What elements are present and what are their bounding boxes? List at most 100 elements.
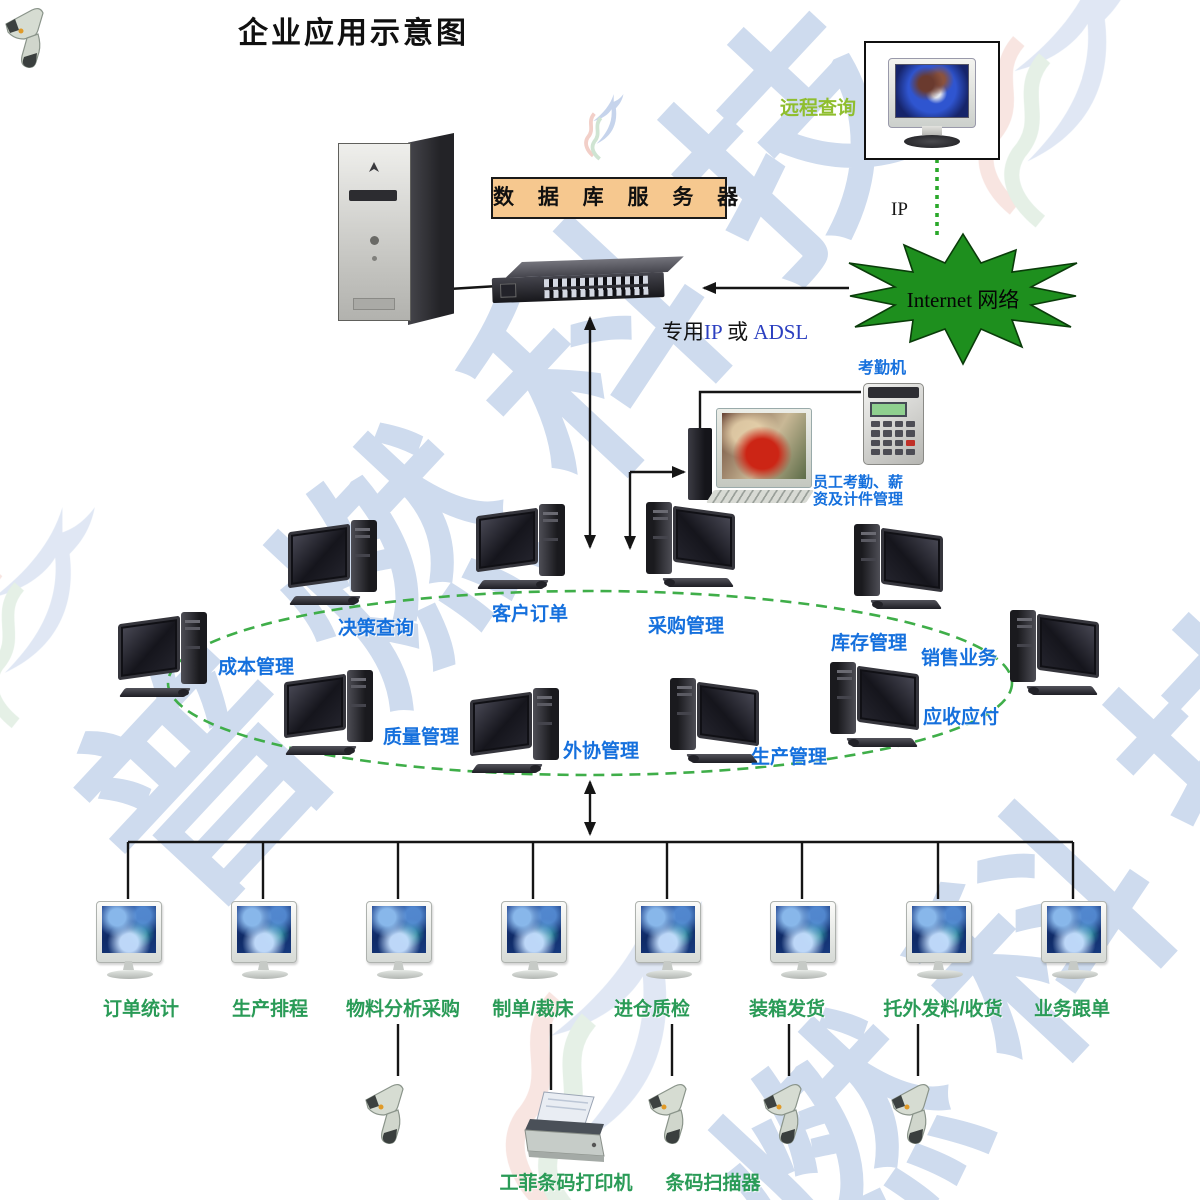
module-label-receivables: 应收应付 <box>922 707 1000 728</box>
attendance-keypad <box>871 421 915 455</box>
module-label-sales: 销售业务 <box>920 648 998 669</box>
wan-link-part: 或 <box>721 320 754 344</box>
terminal-order-stats <box>90 901 166 985</box>
pc-mouse-icon <box>664 579 675 586</box>
pc-tower-icon <box>830 662 856 734</box>
workstation-decision-query <box>288 520 383 608</box>
pc-monitor-icon <box>716 408 812 488</box>
terminal-order-tracking <box>1035 901 1111 985</box>
pc-tower-icon <box>854 524 880 596</box>
pc-mouse-icon <box>344 747 355 754</box>
monitor-icon <box>906 901 972 963</box>
module-label-decision-query: 决策查询 <box>337 618 415 639</box>
remote-monitor-screen <box>895 64 969 118</box>
attendance-desc-line2: 资及计件管理 <box>813 491 904 508</box>
terminal-production-schedule <box>225 901 301 985</box>
terminal-label-warehouse-qc: 进仓质检 <box>613 999 691 1020</box>
remote-query-label: 远程查询 <box>780 98 857 119</box>
terminal-label-production-schedule: 生产排程 <box>231 999 309 1020</box>
attendance-lcd <box>870 402 907 417</box>
monitor-icon <box>366 901 432 963</box>
pc-tower-icon <box>539 504 565 576</box>
wan-link-label: 专用IP 或 ADSL <box>662 316 808 346</box>
workstation-quality <box>284 670 379 758</box>
module-label-purchasing: 采购管理 <box>647 616 725 637</box>
pc-mouse-icon <box>178 689 189 696</box>
module-label-outsourcing: 外协管理 <box>562 741 640 762</box>
module-label-inventory: 库存管理 <box>830 633 908 654</box>
server-side-panel <box>408 133 454 325</box>
page-title: 企业应用示意图 <box>238 17 469 50</box>
terminal-warehouse-qc <box>629 901 705 985</box>
pc-tower-icon <box>533 688 559 760</box>
printer-label: 工菲条码打印机 <box>499 1173 633 1194</box>
workstation-outsourcing <box>470 688 565 776</box>
pc-tower-icon <box>646 502 672 574</box>
remote-monitor-box <box>864 41 1000 160</box>
switch-ports-row <box>543 275 649 288</box>
workstation-customer-orders <box>476 504 571 592</box>
monitor-icon <box>770 901 836 963</box>
barcode-scanner-icon <box>5 7 44 69</box>
monitor-icon <box>96 901 162 963</box>
pc-monitor-icon <box>857 665 919 731</box>
attendance-machine-icon <box>863 383 924 465</box>
pc-monitor-icon <box>288 523 350 589</box>
pc-monitor-screen <box>722 413 806 479</box>
workstation-production <box>664 678 759 766</box>
pc-tower-icon <box>181 612 207 684</box>
remote-monitor-neck <box>922 126 942 135</box>
module-label-quality: 质量管理 <box>382 727 460 748</box>
switch-ports-row <box>544 286 649 299</box>
module-label-production: 生产管理 <box>750 747 828 768</box>
terminal-label-outsourced-material: 托外发料/收货 <box>883 999 1003 1020</box>
pc-monitor-icon <box>284 673 346 739</box>
pc-mouse-icon <box>348 597 359 604</box>
barcode-scanner-icon <box>365 1083 404 1145</box>
wan-link-part: ADSL <box>753 320 809 344</box>
terminal-label-order-stats: 订单统计 <box>102 999 180 1020</box>
module-label-customer-orders: 客户订单 <box>491 604 569 625</box>
monitor-icon <box>501 901 567 963</box>
terminal-cutting <box>495 901 571 985</box>
pc-tower-icon <box>347 670 373 742</box>
ip-link-label: IP <box>891 199 908 220</box>
pc-monitor-icon <box>673 505 735 571</box>
pc-monitor-icon <box>470 691 532 757</box>
terminal-material-analysis <box>360 901 436 985</box>
workstation-cost <box>118 612 213 700</box>
pc-mouse-icon <box>536 581 547 588</box>
network-switch <box>491 255 684 311</box>
wan-link-part: IP <box>704 320 722 344</box>
workstation-inventory <box>848 524 943 612</box>
monitor-icon <box>231 901 297 963</box>
module-label-cost: 成本管理 <box>217 657 295 678</box>
pc-tower-icon <box>670 678 696 750</box>
switch-front-face <box>491 272 665 304</box>
workstation-sales <box>1004 610 1099 698</box>
pc-mouse-icon <box>688 755 699 762</box>
remote-monitor-base <box>904 135 960 148</box>
pc-tower-icon <box>688 428 712 500</box>
terminal-label-material-analysis: 物料分析采购 <box>345 999 461 1020</box>
remote-monitor-icon <box>888 58 976 128</box>
terminal-label-packing-shipping: 装箱发货 <box>748 999 826 1020</box>
pc-monitor-icon <box>476 507 538 573</box>
pc-mouse-icon <box>1028 687 1039 694</box>
database-server-label: 数 据 库 服 务 器 <box>491 177 738 219</box>
pc-mouse-icon <box>872 601 883 608</box>
workstation-purchasing <box>640 502 735 590</box>
pc-monitor-icon <box>118 615 180 681</box>
server-front-panel <box>338 143 411 321</box>
workstation-receivables <box>824 662 919 750</box>
server-power-button <box>370 236 379 245</box>
pc-tower-icon <box>351 520 377 592</box>
terminal-outsourced-material <box>900 901 976 985</box>
switch-uplink-port <box>499 283 517 298</box>
server-vent <box>353 298 395 310</box>
pc-monitor-icon <box>697 681 759 747</box>
pc-mouse-icon <box>848 739 859 746</box>
scanner-label: 条码扫描器 <box>665 1173 761 1194</box>
pc-tower-icon <box>1010 610 1036 682</box>
